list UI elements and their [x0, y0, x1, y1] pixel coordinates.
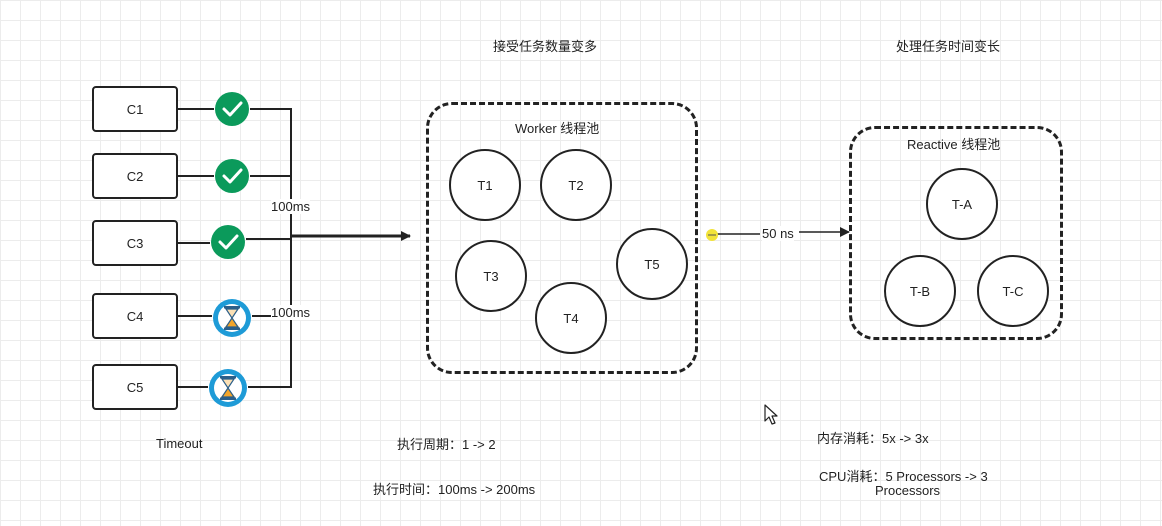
reactive-pool-title: Reactive 线程池 — [907, 137, 1001, 152]
check-icon — [215, 159, 249, 193]
client-c1: C1 — [92, 86, 178, 132]
client-c3: C3 — [92, 220, 178, 266]
worker-thread-pool — [426, 102, 698, 374]
client-label: C3 — [126, 235, 144, 251]
reactive-thread-tb: T-B — [884, 255, 956, 327]
worker-heading: 接受任务数量变多 — [493, 39, 598, 54]
thread-label: T-C — [1002, 283, 1024, 299]
upper-latency-label: 100ms — [271, 199, 311, 214]
thread-label: T3 — [483, 268, 499, 284]
timeout-label: Timeout — [156, 436, 203, 451]
client-c4: C4 — [92, 293, 178, 339]
memory-note: 内存消耗：5x -> 3x — [817, 431, 929, 446]
reactive-thread-pool — [849, 126, 1063, 340]
thread-label: T4 — [563, 310, 579, 326]
client-label: C1 — [126, 101, 144, 117]
hourglass-icon — [209, 369, 247, 407]
check-icon — [215, 92, 249, 126]
check-icon — [211, 225, 245, 259]
thread-label: T2 — [568, 177, 584, 193]
reactive-heading: 处理任务时间变长 — [896, 39, 1001, 54]
client-label: C5 — [126, 379, 144, 395]
hourglass-icon — [213, 299, 251, 337]
client-c5: C5 — [92, 364, 178, 410]
worker-thread-t4: T4 — [535, 282, 607, 354]
thread-label: T-B — [909, 283, 931, 299]
cpu-note-line1: CPU消耗：5 Processors -> 3 — [819, 469, 988, 484]
reactive-thread-ta: T-A — [926, 168, 998, 240]
worker-thread-t2: T2 — [540, 149, 612, 221]
exec-time-note: 执行时间：100ms -> 200ms — [373, 482, 536, 497]
thread-label: T-A — [951, 196, 973, 212]
client-label: C4 — [126, 308, 144, 324]
worker-thread-t5: T5 — [616, 228, 688, 300]
reactive-latency-label: 50 ns — [762, 226, 794, 241]
client-c2: C2 — [92, 153, 178, 199]
worker-thread-t1: T1 — [449, 149, 521, 221]
cpu-note-line2: Processors — [875, 483, 941, 498]
reactive-thread-tc: T-C — [977, 255, 1049, 327]
lower-latency-label: 100ms — [271, 305, 311, 320]
thread-label: T5 — [644, 256, 660, 272]
client-label: C2 — [126, 168, 144, 184]
thread-label: T1 — [477, 177, 493, 193]
worker-thread-t3: T3 — [455, 240, 527, 312]
exec-cycle-note: 执行周期：1 -> 2 — [397, 437, 496, 452]
worker-pool-title: Worker 线程池 — [515, 121, 600, 136]
mouse-cursor-icon — [764, 404, 778, 425]
